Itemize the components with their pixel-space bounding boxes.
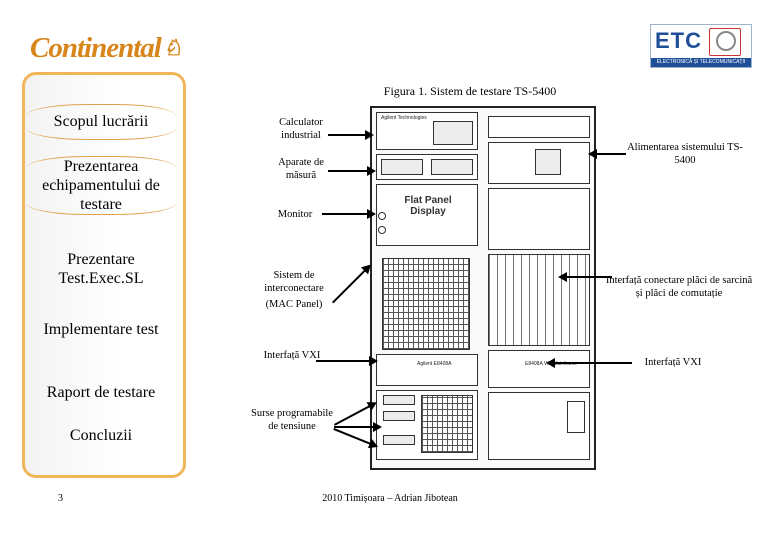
etc-logo-bar: ELECTRONICĂ ȘI TELECOMUNICAȚII [651,58,751,67]
arrow-measurement-instruments [328,166,376,176]
rack-monitor: Flat Panel Display [376,184,478,246]
continental-logo-text: Continental [30,32,162,64]
arrow-vxi-left [316,356,378,366]
continental-logo: Continental♘ [30,32,183,65]
sidebar-item-conclusions[interactable]: Concluzii [69,427,133,444]
etc-logo: ETC ELECTRONICĂ ȘI TELECOMUNICAȚII [650,24,752,68]
rack-load-board-interface [488,254,590,346]
rack-power-supplies [376,390,478,460]
rack-right-bottom [488,392,590,460]
flat-panel-label: Flat Panel Display [404,195,452,217]
arrow-power-supply-2 [334,422,382,432]
rack-mac-panel [382,258,470,350]
sidebar-item-implementation[interactable]: Implementare test [43,321,159,338]
arrow-power-supply-system [588,149,626,159]
horse-icon: ♘ [162,35,183,60]
rack-power-supply-unit [488,142,590,184]
etc-emblem-icon [709,28,741,56]
footer-text: 2010 Timișoara – Adrian Jibotean [322,493,458,504]
sidebar-item-scope[interactable]: Scopul lucrării [26,104,176,140]
label-load-board-interface: Interfață conectare plăci de sarcină și … [605,275,753,299]
rack-vxi-right: E8408A VXI Mainframe [488,350,590,388]
rack-right-top [488,116,590,138]
arrow-monitor [322,209,376,219]
page-number: 3 [58,493,63,504]
arrow-industrial-computer [328,130,374,140]
label-power-supply-system: Alimentarea sistemului TS-5400 [627,142,743,166]
rack-vxi-left: Agilent E8408A [376,354,478,386]
label-power-supplies: Surse programabile de tensiune [251,408,333,432]
label-monitor: Monitor [277,209,313,220]
label-interconnect-system: Sistem de interconectare [264,270,324,294]
sidebar-item-report[interactable]: Raport de testare [46,384,156,401]
etc-logo-text: ETC [655,28,702,53]
label-vxi-right: Interfață VXI [644,357,702,368]
rack-right-blank [488,188,590,250]
rack-measurement-instruments [376,154,478,180]
figure-caption: Figura 1. Sistem de testare TS-5400 [383,84,557,98]
arrow-vxi-right [546,358,632,368]
label-vxi-left: Interfață VXI [263,350,321,361]
rack-industrial-computer: Agilent Technologies [376,112,478,150]
label-industrial-computer: Calculator industrial [279,117,323,141]
sidebar-item-equipment[interactable]: Prezentarea echipamentului de testare [26,156,176,215]
sidebar-item-testexec[interactable]: Prezentare Test.Exec.SL [58,251,144,287]
label-mac-panel: (MAC Panel) [265,299,323,310]
label-measurement-instruments: Aparate de măsură [278,157,324,181]
arrow-load-board-interface [558,272,612,282]
test-system-rack-image: Agilent Technologies Flat Panel Display … [370,106,596,470]
